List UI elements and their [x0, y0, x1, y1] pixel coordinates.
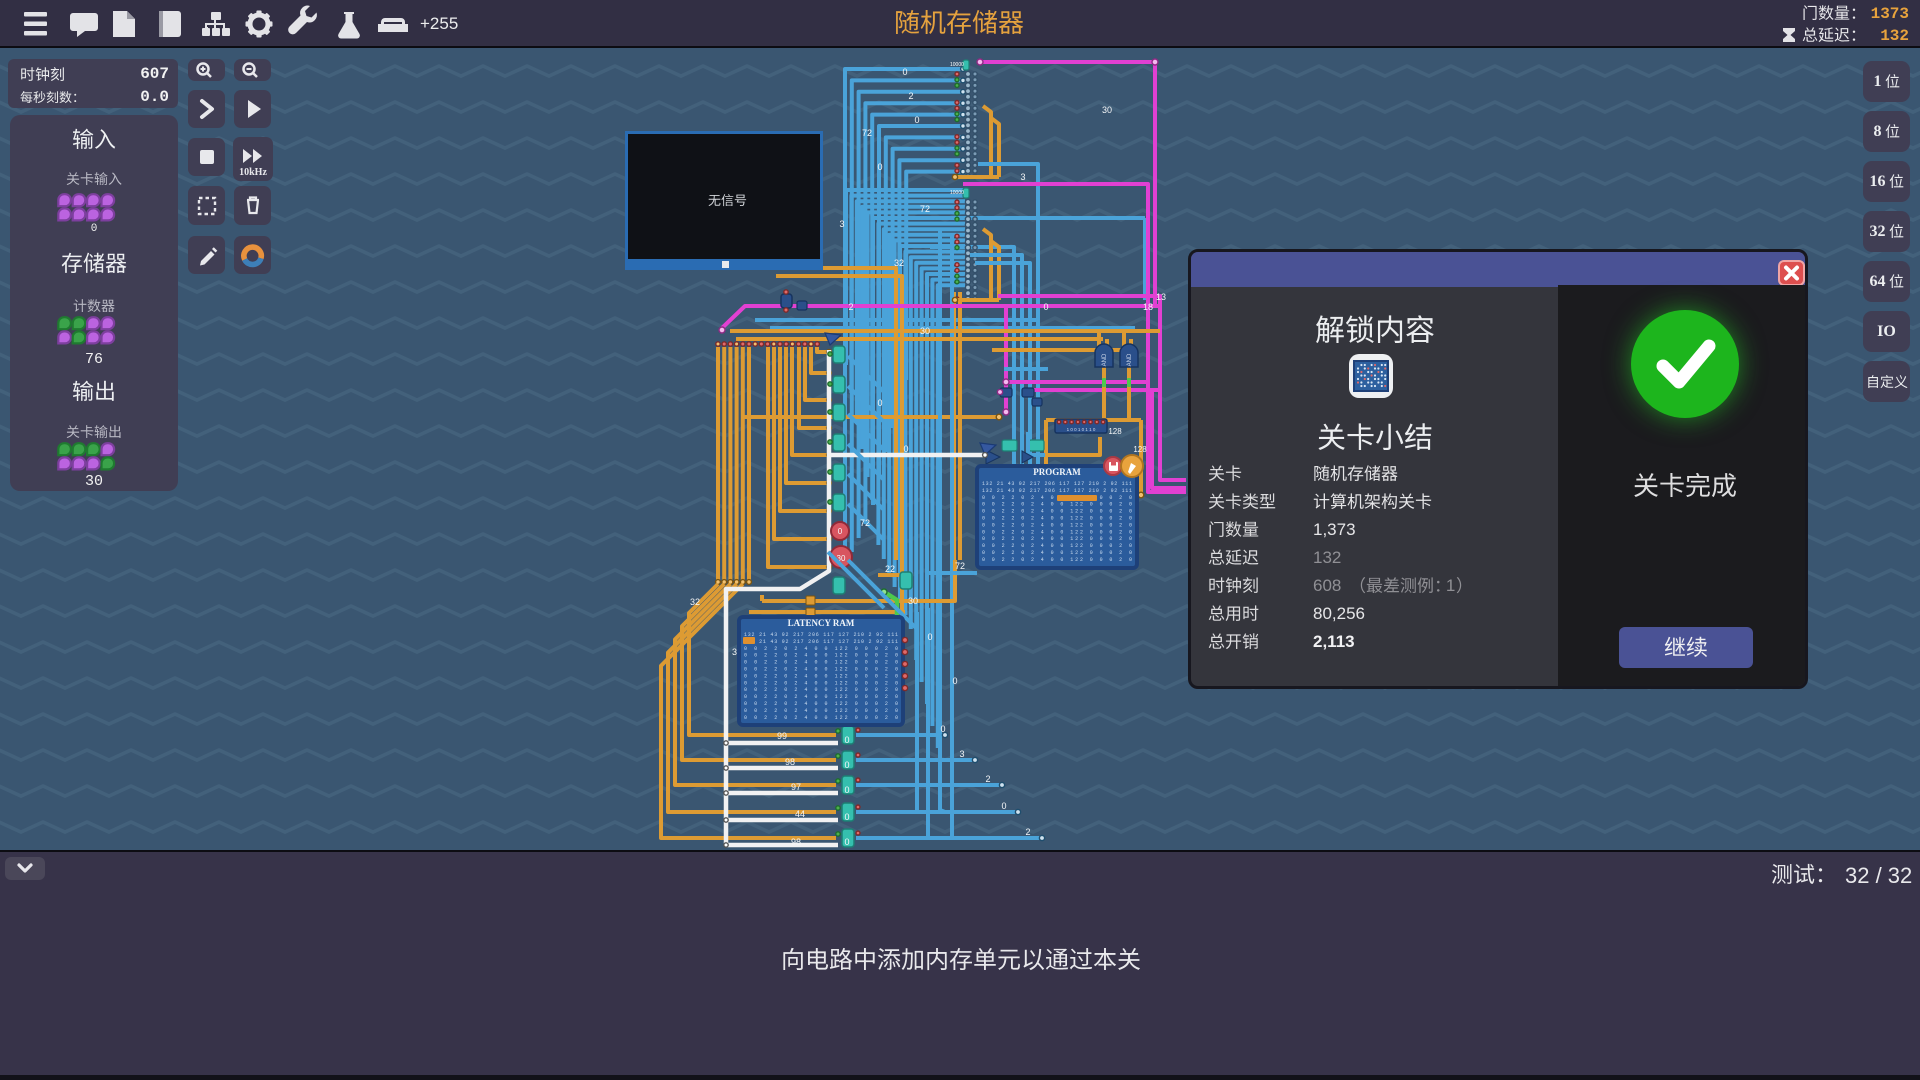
svg-text:30: 30	[920, 326, 930, 336]
svg-text:0: 0	[877, 398, 882, 408]
svg-text:128: 128	[1133, 445, 1147, 454]
svg-text:22: 22	[885, 564, 895, 574]
svg-text:0 0 2 2 0 2 4 0 0 122 0 0 0 2: 0 0 2 2 0 2 4 0 0 122 0 0 0 2 0	[982, 529, 1132, 535]
svg-text:0: 0	[844, 812, 849, 822]
svg-text:PROGRAM: PROGRAM	[1033, 467, 1081, 477]
svg-text:2: 2	[1025, 827, 1030, 837]
svg-text:1 0 0 1 0 1 1 0: 1 0 0 1 0 1 1 0	[1067, 427, 1096, 432]
svg-text:10000: 10000	[950, 190, 964, 196]
svg-text:13: 13	[1156, 292, 1166, 302]
svg-text:99: 99	[777, 731, 787, 741]
svg-text:0 0 2 2 0 2 4 0 0 122 0 0 0 2: 0 0 2 2 0 2 4 0 0 122 0 0 0 2 0	[744, 680, 898, 686]
svg-text:AND: AND	[1127, 353, 1133, 366]
svg-text:0: 0	[914, 115, 919, 125]
svg-text:0 0 2 2 0 2 4 0 0 122 0 0 0 2: 0 0 2 2 0 2 4 0 0 122 0 0 0 2 0	[744, 687, 898, 693]
svg-text:0 0 2 2 0 2 4 0 0 122 0 0 0 2: 0 0 2 2 0 2 4 0 0 122 0 0 0 2 0	[744, 646, 898, 652]
svg-text:0 0 2 2 0 2 4 0 0 122 0 0 0 2: 0 0 2 2 0 2 4 0 0 122 0 0 0 2 0	[744, 653, 898, 659]
svg-text:30: 30	[1102, 105, 1112, 115]
svg-text:0 0 2 2 0 2 4 0 0 122 0 0 0 2: 0 0 2 2 0 2 4 0 0 122 0 0 0 2 0	[744, 708, 898, 714]
svg-text:2: 2	[985, 774, 990, 784]
svg-text:0: 0	[838, 527, 843, 536]
svg-text:0: 0	[940, 724, 945, 734]
svg-text:0 0 2 2 0 2 4 0 0 122 0 0 0 2: 0 0 2 2 0 2 4 0 0 122 0 0 0 2 0	[982, 522, 1132, 528]
svg-text:3: 3	[1020, 172, 1025, 182]
svg-text:0: 0	[903, 444, 908, 454]
svg-text:0 0 2 2 0 2 4 0 0 122 0 0 0 2: 0 0 2 2 0 2 4 0 0 122 0 0 0 2 0	[982, 536, 1132, 542]
svg-text:0: 0	[902, 67, 907, 77]
svg-text:0 0 2 2 0 2 4 0 0 122 0 0 0 2: 0 0 2 2 0 2 4 0 0 122 0 0 0 2 0	[982, 550, 1132, 556]
svg-text:0: 0	[844, 760, 849, 770]
svg-text:10000: 10000	[950, 62, 964, 68]
svg-text:30: 30	[837, 554, 846, 563]
svg-text:132 21 43 92 217 206 117 127 2: 132 21 43 92 217 206 117 127 210 2 92 11…	[744, 632, 898, 638]
svg-text:44: 44	[795, 809, 805, 819]
svg-text:72: 72	[920, 204, 930, 214]
svg-text:132 21 43 92 217 206 117 127 2: 132 21 43 92 217 206 117 127 210 2 92 11…	[744, 639, 898, 645]
svg-text:3: 3	[959, 749, 964, 759]
svg-text:98: 98	[785, 757, 795, 767]
svg-text:0: 0	[1043, 302, 1048, 312]
svg-text:LATENCY RAM: LATENCY RAM	[788, 618, 855, 628]
svg-text:0 0 2 2 0 2 4 0 0 122 0 0 0 2: 0 0 2 2 0 2 4 0 0 122 0 0 0 2 0	[744, 701, 898, 707]
svg-text:72: 72	[862, 128, 872, 138]
svg-text:132 21 43 92 217 206 117 127 2: 132 21 43 92 217 206 117 127 210 2 92 11…	[982, 481, 1132, 487]
svg-text:30: 30	[908, 596, 918, 606]
svg-text:0 0 2 2 0 2 4 0 0 122 0 0 0 2: 0 0 2 2 0 2 4 0 0 122 0 0 0 2 0	[744, 694, 898, 700]
svg-text:32: 32	[690, 597, 700, 607]
svg-text:0: 0	[844, 735, 849, 745]
svg-text:132 21 43 92 217 206 117 127 2: 132 21 43 92 217 206 117 127 210 2 92 11…	[982, 488, 1132, 494]
svg-text:0: 0	[1001, 801, 1006, 811]
svg-text:2: 2	[848, 302, 853, 312]
svg-text:0 0 2 2 0 2 4 0 0 122 0 0 0 2: 0 0 2 2 0 2 4 0 0 122 0 0 0 2 0	[982, 557, 1132, 563]
svg-text:3: 3	[839, 219, 844, 229]
svg-text:98: 98	[791, 837, 801, 847]
svg-text:0 0 2 2 0 2 4 0 0 122 0 0 0 2: 0 0 2 2 0 2 4 0 0 122 0 0 0 2 0	[982, 543, 1132, 549]
svg-text:0 0 2 2 0 2 4 0 0 122 0 0 0 2: 0 0 2 2 0 2 4 0 0 122 0 0 0 2 0	[982, 509, 1132, 515]
svg-text:AND: AND	[1102, 353, 1108, 366]
svg-text:0 0 2 2 0 2 4 0 0 122 0 0 0 2: 0 0 2 2 0 2 4 0 0 122 0 0 0 2 0	[744, 667, 898, 673]
svg-text:128: 128	[1108, 427, 1122, 436]
svg-text:0: 0	[927, 632, 932, 642]
svg-text:0 0 2 2 0 2 4 0 0 122 0 0 0 2: 0 0 2 2 0 2 4 0 0 122 0 0 0 2 0	[982, 516, 1132, 522]
svg-text:72: 72	[955, 561, 965, 571]
svg-text:0 0 2 2 0 2 4 0 0 122 0 0 0 2: 0 0 2 2 0 2 4 0 0 122 0 0 0 2 0	[982, 502, 1132, 508]
svg-text:0 0 2 2 0 2 4 0 0 122 0 0 0 2: 0 0 2 2 0 2 4 0 0 122 0 0 0 2 0	[744, 673, 898, 679]
svg-text:18: 18	[1143, 302, 1153, 312]
svg-text:10kHz: 10kHz	[239, 167, 267, 178]
svg-text:0: 0	[844, 785, 849, 795]
svg-text:2: 2	[908, 91, 913, 101]
svg-text:0: 0	[952, 676, 957, 686]
svg-text:0 0 2 2 0 2 4 0 0 122 0 0 0 2: 0 0 2 2 0 2 4 0 0 122 0 0 0 2 0	[744, 660, 898, 666]
svg-text:0 0 2 2 0 2 4 0 0 122 0 0 0 2: 0 0 2 2 0 2 4 0 0 122 0 0 0 2 0	[744, 715, 898, 721]
svg-text:32: 32	[894, 258, 904, 268]
svg-text:0: 0	[844, 837, 849, 847]
svg-text:72: 72	[860, 518, 870, 528]
svg-text:0: 0	[877, 162, 882, 172]
svg-text:97: 97	[791, 782, 801, 792]
